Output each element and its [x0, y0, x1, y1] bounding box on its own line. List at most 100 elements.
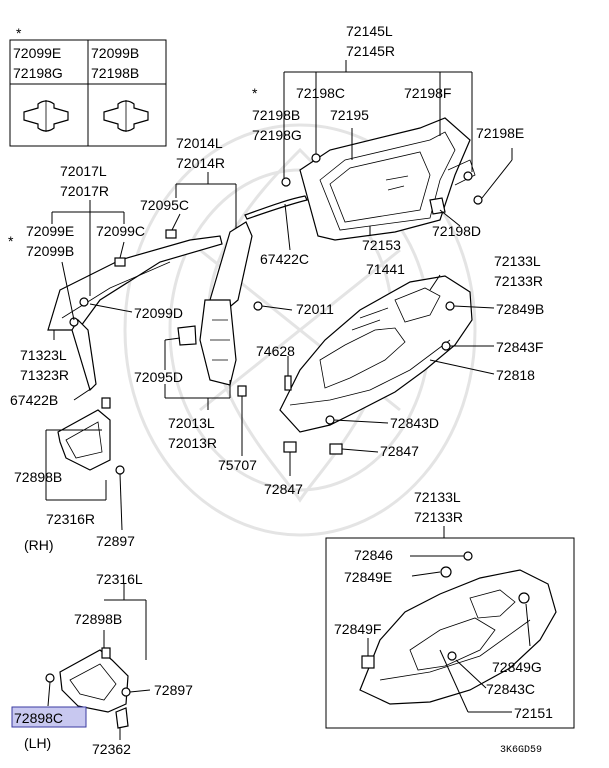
- screw-72843D: [325, 415, 335, 425]
- part-callout[interactable]: 72198E: [476, 125, 524, 141]
- part-callout[interactable]: 72846: [354, 547, 393, 563]
- clip-75707: [237, 385, 247, 397]
- clip-72198B: [281, 177, 291, 187]
- part-callout[interactable]: 72014R: [176, 155, 225, 171]
- part-callout[interactable]: 72362: [92, 741, 131, 757]
- screw-72011: [253, 301, 263, 311]
- part-callout[interactable]: 72133R: [414, 509, 463, 525]
- part-callout[interactable]: 72017L: [60, 163, 107, 179]
- part-callout[interactable]: 72198C: [296, 85, 345, 101]
- cap-72847: [329, 443, 343, 455]
- bolt-74628: [284, 375, 292, 391]
- part-callout[interactable]: 72099C: [96, 223, 145, 239]
- lh-side-trim-inset: [325, 537, 575, 729]
- part-callout[interactable]: 71323L: [20, 347, 67, 363]
- part-callout[interactable]: 72847: [264, 481, 303, 497]
- part-callout[interactable]: 72847: [380, 443, 419, 459]
- clip-72898C: [45, 673, 55, 683]
- clip-72099D: [79, 297, 89, 307]
- lower-scuff-trim-rh: [57, 409, 111, 471]
- screw-72897: [115, 465, 125, 475]
- highlight-box: [11, 706, 87, 728]
- clip-72849F: [361, 655, 375, 669]
- clip-legend: * 72099E 72099B 72198G 72198B: [9, 25, 167, 147]
- part-callout[interactable]: 72095D: [134, 369, 183, 385]
- legend-cell: 72099B: [91, 45, 139, 61]
- star-mark: *: [252, 85, 258, 101]
- part-callout[interactable]: 72095C: [140, 197, 189, 213]
- legend-cell: 72198G: [13, 65, 63, 81]
- clip-72898B: [101, 397, 111, 409]
- part-callout[interactable]: 72198F: [404, 85, 451, 101]
- part-callout[interactable]: 67422B: [10, 392, 58, 408]
- screw-72897: [121, 687, 131, 697]
- clip-72849B: [445, 301, 455, 311]
- part-callout[interactable]: 72818: [496, 367, 535, 383]
- diagram-code: 3K6GD59: [500, 745, 542, 756]
- star-mark: *: [8, 233, 14, 249]
- leader-lines: [45, 60, 531, 740]
- part-callout[interactable]: 72849E: [344, 569, 392, 585]
- part-callout[interactable]: 72014L: [176, 135, 223, 151]
- part-callout[interactable]: 72013L: [168, 415, 215, 431]
- clip-72198E: [473, 195, 483, 205]
- part-callout[interactable]: 72843C: [486, 681, 535, 697]
- part-callout[interactable]: 72017R: [60, 183, 109, 199]
- cap-72847: [283, 441, 297, 453]
- part-callout[interactable]: 72099D: [134, 305, 183, 321]
- part-callout[interactable]: 72145L: [346, 23, 393, 39]
- clip-72198F: [463, 171, 473, 181]
- part-callout[interactable]: 74628: [256, 343, 295, 359]
- clip-72843F: [441, 341, 451, 351]
- part-callout[interactable]: 72153: [362, 237, 401, 253]
- part-callout[interactable]: 72011: [296, 301, 334, 317]
- part-callout[interactable]: 72316R: [46, 511, 95, 527]
- side-label: (LH): [24, 735, 51, 751]
- legend-cell: 72198B: [91, 65, 139, 81]
- legend-star: *: [16, 25, 22, 41]
- part-callout[interactable]: 72198G: [252, 127, 302, 143]
- part-callout[interactable]: 72198B: [252, 107, 300, 123]
- part-callout[interactable]: 67422C: [260, 251, 309, 267]
- cap-72846: [463, 551, 473, 561]
- legend-cell: 72099E: [13, 45, 61, 61]
- part-callout[interactable]: 72145R: [346, 43, 395, 59]
- part-callout[interactable]: 72013R: [168, 435, 217, 451]
- clip-72849E: [440, 566, 452, 578]
- screw-72843C: [447, 651, 457, 661]
- lower-scuff-trim-lh: [59, 649, 129, 729]
- part-callout[interactable]: 72843F: [496, 339, 543, 355]
- part-callout[interactable]: 72897: [96, 533, 135, 549]
- part-callout[interactable]: 72198D: [432, 223, 481, 239]
- part-callout[interactable]: 72316L: [96, 571, 143, 587]
- clip-icon: [103, 100, 149, 132]
- part-callout[interactable]: 72849B: [496, 301, 544, 317]
- side-trim-panel-upper: [279, 275, 473, 433]
- clip-72849G: [518, 592, 530, 604]
- pillar-trims: [177, 221, 253, 386]
- part-callout[interactable]: 72898B: [74, 611, 122, 627]
- part-callout[interactable]: 71323R: [20, 367, 69, 383]
- clip-72099C: [114, 257, 126, 267]
- part-callout[interactable]: 71441: [366, 261, 405, 277]
- part-callout[interactable]: 75707: [218, 457, 257, 473]
- part-callout[interactable]: 72898B: [14, 469, 62, 485]
- part-callout[interactable]: 72843D: [390, 415, 439, 431]
- part-callout[interactable]: 72133R: [494, 273, 543, 289]
- part-callout-highlighted[interactable]: 72898C: [14, 710, 63, 726]
- side-label: (RH): [24, 537, 54, 553]
- clip-72198C: [311, 153, 321, 163]
- clip-72898B: [101, 647, 111, 659]
- part-callout[interactable]: 72099B: [26, 243, 74, 259]
- callout-labels: 72145L 72145R 72198C 72198F * 72198B 721…: [8, 23, 553, 757]
- part-callout[interactable]: 72133L: [494, 253, 541, 269]
- part-callout[interactable]: 72897: [154, 682, 193, 698]
- part-callout[interactable]: 72195: [330, 107, 369, 123]
- part-callout[interactable]: 72849G: [492, 659, 542, 675]
- part-callout[interactable]: 72151: [514, 705, 553, 721]
- part-callout[interactable]: 72099E: [26, 223, 74, 239]
- part-callout[interactable]: 72133L: [414, 489, 461, 505]
- clip-icon: [23, 100, 69, 132]
- part-callout[interactable]: 72849F: [334, 621, 381, 637]
